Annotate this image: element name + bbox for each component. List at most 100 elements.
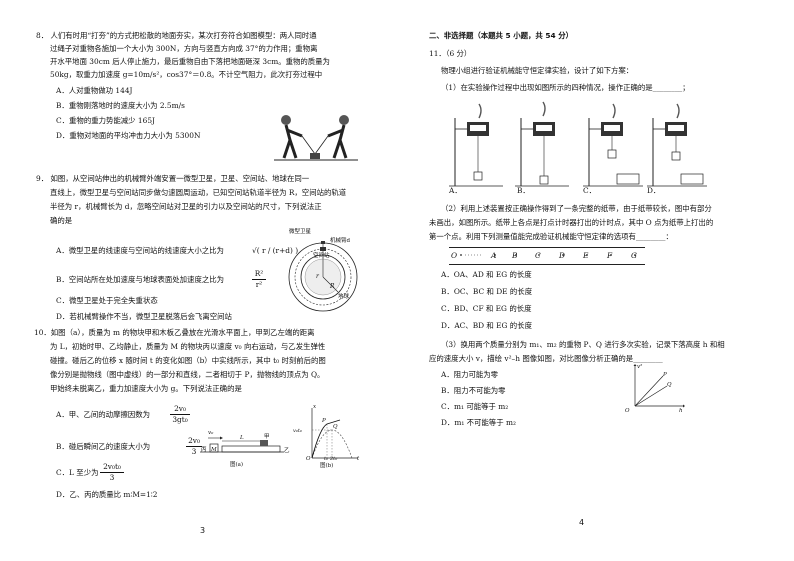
q9-stem-line1: 9． 如图，从空间站伸出的机械臂外端安置一微型卫星，卫星、空间站、地球在同一 — [36, 174, 310, 183]
q11-intro: 物理小组进行验证机械能守恒定律实验，设计了如下方案： — [441, 66, 634, 75]
graph-ylabel: v² — [637, 364, 643, 370]
q10b-caption: 图(b) — [320, 463, 334, 469]
tape-point-c: C — [535, 251, 541, 260]
q10a-v0: v₀ — [208, 430, 214, 436]
q10b-P: P — [322, 418, 326, 424]
q10-a-fracline — [170, 414, 190, 415]
q9-option-a[interactable]: A．微型卫星的线速度与空间站的线速度大小之比为 — [56, 246, 224, 255]
q10b-Q: Q — [333, 424, 338, 430]
q10-b-num: 2v₀ — [188, 436, 200, 445]
q9-option-d[interactable]: D．若机械臂操作不当，微型卫星脱落后会飞离空间站 — [56, 312, 232, 321]
q10b-O: O — [306, 456, 311, 462]
q10-a-num: 2v₀ — [174, 404, 186, 413]
tape-point-e: E — [583, 251, 589, 260]
graph-origin: O — [625, 408, 630, 414]
q11-part2-line3: 第一个点。利用下列测量值能完成验证机械能守恒定律的选项有________： — [429, 232, 673, 241]
tape-point-d: D — [559, 251, 565, 260]
q11-part2-option-c[interactable]: C．BD、CF 和 EG 的长度 — [441, 304, 532, 313]
apparatus-label-a[interactable]: A． — [449, 186, 462, 195]
q9-label-r: r — [316, 273, 319, 280]
page-number-right: 4 — [579, 518, 585, 527]
q10-a-den: 3gt₀ — [172, 415, 188, 424]
q8-option-c[interactable]: C．重物的重力势能减少 165J — [56, 116, 155, 125]
q10a-yi: 乙 — [284, 448, 290, 454]
graph-line-p: P — [663, 372, 667, 378]
apparatus-c — [583, 103, 643, 187]
q9-option-a-formula: √( r / (r+d) ) — [252, 246, 299, 255]
page-number-left: 3 — [200, 526, 206, 535]
q11-part3-option-b[interactable]: B．阻力不可能为零 — [441, 386, 506, 395]
q10a-caption: 图(a) — [230, 462, 244, 468]
q9-option-c[interactable]: C．微型卫星处于完全失重状态 — [56, 296, 158, 305]
q9-option-b-fracline — [252, 279, 266, 280]
q9-option-b[interactable]: B．空间站所在处加速度与地球表面处加速度之比为 — [56, 275, 225, 284]
q9-label-arm: 机械臂d — [330, 238, 351, 244]
q8-option-b[interactable]: B．重物刚落地时的速度大小为 2.5m/s — [56, 101, 185, 110]
q10-c-den: 3 — [109, 473, 115, 482]
q10b-t0: t₀ — [324, 456, 329, 462]
q9-stem-line2: 直线上，微型卫星与空间站同步做匀速圆周运动，已知空间站轨道半径为 R，空间站的轨… — [50, 188, 347, 197]
v2-h-graph — [633, 364, 685, 408]
tape-point-g: G — [631, 251, 637, 260]
q10b-t: t — [357, 456, 360, 462]
q10-b-fracline — [186, 446, 202, 447]
tape-point-b: B — [512, 251, 518, 260]
paper-tape: O A B C D E F G — [449, 247, 645, 265]
tape-point-f: F — [607, 251, 613, 260]
q8-stem-line1: 8． 人们有时用“打夯”的方式把松散的地面夯实，某次打夯符合如图模型：两人同时通 — [36, 31, 317, 40]
q9-option-b-num: R² — [254, 269, 264, 278]
q8-stem-line4: 50kg，取重力加速度 g=10m/s²，cos37°＝0.8。不计空气阻力，此… — [50, 70, 323, 79]
apparatus-label-c[interactable]: C． — [583, 186, 597, 195]
q11-part2-option-b[interactable]: B．OC、BC 和 DE 的长度 — [441, 287, 533, 296]
q10-stem-line5: 甲始终未脱离乙，重力加速度大小为 g。下列说法正确的是 — [50, 384, 242, 393]
q10a-M: M — [211, 447, 217, 453]
q11-part3-option-c[interactable]: C．m₁ 可能等于 m₂ — [441, 402, 509, 411]
graph-line-q: Q — [667, 382, 672, 388]
graph-xlabel: h — [679, 408, 683, 414]
apparatus-label-d[interactable]: D． — [647, 186, 661, 195]
q9-label-R: R — [330, 283, 335, 290]
q11-part3-option-a[interactable]: A．阻力可能为零 — [441, 370, 499, 379]
q10-figure-b — [311, 408, 358, 459]
q10-stem-line3: 碰撞。碰后乙的位移 x 随时间 t 的变化如图（b）中实线所示，其中 t₀ 时刻… — [50, 356, 326, 365]
q10-stem-line2: 为 L，初始时甲、乙均静止，质量为 M 的物块丙以速度 v₀ 向右运动，与乙发生… — [50, 342, 326, 351]
left-page: 8． 人们有时用“打夯”的方式把松散的地面夯实，某次打夯符合如图模型：两人同时通… — [34, 31, 360, 535]
q10b-xq: v₀t₀ — [293, 428, 302, 434]
q11-part1: （1）在实验操作过程中出现如图所示的四种情况，操作正确的是________； — [441, 83, 690, 92]
tape-point-o: O — [451, 251, 458, 260]
section-heading: 二、非选择题（本题共 5 小题，共 54 分） — [429, 31, 573, 40]
q10-stem-line4: 像分别是抛物线（图中虚线）的一部分和直线，二者相切于 P，抛物线的顶点为 Q。 — [50, 370, 325, 379]
apparatus-label-b[interactable]: B． — [517, 186, 530, 195]
q10-c-num: 2v₀t₀ — [103, 462, 121, 471]
q11-part3-line1: （3）换用两个质量分别为 m₁、m₂ 的重物 P、Q 进行多次实验，记录下落高度… — [441, 340, 725, 349]
q11-part3-line2: 应的速度大小 v，描绘 v²–h 图像如图，对比图像分析正确的是________ — [429, 354, 663, 363]
q11-part2-option-a[interactable]: A．OA、AD 和 EG 的长度 — [441, 270, 532, 279]
q10-option-d[interactable]: D．乙、丙的质量比 m∶M=1∶2 — [56, 490, 158, 499]
q10-stem-line1: 10．如图（a），质量为 m 的物块甲和木板乙叠放在光滑水平面上，甲到乙左端的距… — [34, 328, 315, 337]
q8-figure-tamping — [274, 115, 358, 161]
q8-option-a[interactable]: A．人对重物做功 144J — [56, 86, 133, 95]
q11-part2-option-d[interactable]: D．AC、BD 和 EG 的长度 — [441, 321, 532, 330]
q11-part3-option-d[interactable]: D．m₁ 不可能等于 m₂ — [441, 418, 516, 427]
q9-stem-line4: 确的是 — [50, 216, 73, 225]
q9-option-b-den: r² — [255, 280, 263, 289]
q8-stem-line3: 开水平地面 30cm 后人停止施力，最后重物自由下落把地面砸深 3cm。重物的质… — [50, 57, 330, 66]
apparatus-b — [515, 101, 569, 187]
q10b-x: x — [313, 404, 317, 410]
q11-part2-line1: （2）利用上述装置按正确操作得到了一条完整的纸带，由于纸带较长，图中有部分 — [441, 204, 712, 213]
q9-stem-line3: 半径为 r，机械臂长为 d，忽略空间站对卫星的引力以及空间站的尺寸，下列说法正 — [50, 202, 322, 211]
q10-c-fracline — [100, 472, 124, 473]
q10a-L: L — [240, 435, 244, 441]
q10b-t1: 2t₀ — [330, 456, 338, 462]
q8-stem-line2: 过绳子对重物各施加一个大小为 300N，方向与竖直方向成 37°的力作用；重物离 — [50, 44, 318, 53]
apparatus-d — [647, 103, 707, 187]
q9-label-earth: 地球 — [338, 294, 350, 300]
q10-option-b[interactable]: B．碰后瞬间乙的速度大小为 — [56, 442, 151, 451]
tape-point-a: A — [491, 251, 497, 260]
q11-part2-line2: 未画出，如图所示。纸带上各点是打点计时器打出的计时点，其中 O 点为纸带上打出的 — [429, 218, 714, 227]
q10-option-c[interactable]: C．L 至少为 — [56, 468, 99, 477]
q10-option-a[interactable]: A．甲、乙间的动摩擦因数为 — [56, 410, 151, 419]
q8-option-d[interactable]: D．重物对地面的平均冲击力大小为 5300N — [56, 131, 201, 140]
q10-b-den: 3 — [191, 447, 197, 456]
q10-figure-a — [200, 436, 284, 453]
